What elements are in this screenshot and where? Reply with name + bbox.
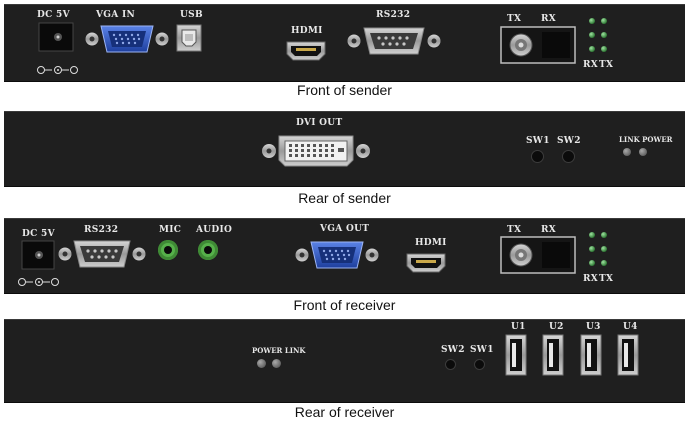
- link-power-label: LINK POWER: [619, 135, 673, 144]
- led-rx-label: RX: [583, 274, 599, 284]
- usb-a-port-u2-icon[interactable]: [542, 334, 564, 376]
- status-led-icon: [589, 232, 595, 238]
- usb-u4-label: U4: [623, 322, 638, 332]
- front-of-receiver-caption: Front of receiver: [293, 297, 396, 313]
- polarity-symbol-icon: [18, 278, 59, 286]
- sw2-label: SW2: [441, 345, 465, 355]
- fiber-rx-label: RX: [541, 225, 557, 235]
- rear-of-receiver-panel: POWER LINK SW2 SW1 U1 U2 U3 U4: [4, 319, 685, 403]
- status-led-icon: [589, 46, 595, 52]
- mic-label: MIC: [159, 225, 182, 235]
- sw1-switch[interactable]: [474, 359, 485, 370]
- rs232-label: RS232: [376, 10, 411, 20]
- front-of-sender-panel: DC 5V VGA IN USB HDMI RS232: [4, 4, 685, 82]
- fiber-tx-label: TX: [507, 14, 522, 24]
- hdmi-port-icon[interactable]: [286, 40, 326, 62]
- status-led-icon: [601, 18, 607, 24]
- usb-u1-label: U1: [511, 322, 526, 332]
- power-led-icon: [639, 148, 647, 156]
- status-led-icon: [589, 246, 595, 252]
- rear-of-sender-caption: Rear of sender: [298, 190, 391, 206]
- hdmi-label: HDMI: [291, 26, 323, 36]
- front-of-sender-caption: Front of sender: [297, 82, 392, 98]
- status-led-icon: [589, 260, 595, 266]
- dc-jack-icon[interactable]: [38, 22, 74, 52]
- rs232-label: RS232: [84, 225, 119, 235]
- usb-a-port-u1-icon[interactable]: [505, 334, 527, 376]
- front-of-receiver-panel: DC 5V RS232 MIC AUDIO VGA OUT HDMI: [4, 218, 685, 294]
- status-led-icon: [601, 32, 607, 38]
- status-led-icon: [601, 246, 607, 252]
- fiber-rx-label: RX: [541, 14, 557, 24]
- dvi-out-label: DVI OUT: [296, 118, 343, 128]
- polarity-symbol-icon: [37, 66, 78, 74]
- sw2-switch[interactable]: [445, 359, 456, 370]
- status-led-icon: [601, 46, 607, 52]
- led-tx-label: TX: [599, 274, 614, 284]
- usb-u2-label: U2: [549, 322, 564, 332]
- usb-label: USB: [180, 10, 203, 20]
- fiber-tx-label: TX: [507, 225, 522, 235]
- rear-of-receiver-caption: Rear of receiver: [294, 404, 395, 420]
- dc-jack-icon[interactable]: [21, 240, 55, 270]
- audio-jack-icon[interactable]: [198, 240, 218, 260]
- dc-5v-label: DC 5V: [37, 10, 70, 20]
- led-rx-label: RX: [583, 60, 599, 70]
- status-led-icon: [601, 232, 607, 238]
- hdmi-label: HDMI: [415, 238, 447, 248]
- usb-a-port-u4-icon[interactable]: [617, 334, 639, 376]
- vga-out-port-icon[interactable]: [294, 238, 380, 272]
- power-link-label: POWER LINK: [252, 346, 306, 355]
- power-led-icon: [257, 359, 266, 368]
- led-tx-label: TX: [599, 60, 614, 70]
- vga-in-label: VGA IN: [96, 10, 136, 20]
- fiber-module-icon[interactable]: [500, 26, 576, 64]
- sw1-label: SW1: [526, 136, 550, 146]
- status-led-icon: [589, 18, 595, 24]
- sw1-label: SW1: [470, 345, 494, 355]
- usb-b-port-icon[interactable]: [176, 24, 202, 52]
- vga-in-port-icon[interactable]: [84, 22, 170, 56]
- fiber-module-icon[interactable]: [500, 236, 576, 274]
- status-led-icon: [601, 260, 607, 266]
- rs232-port-icon[interactable]: [346, 24, 442, 58]
- mic-jack-icon[interactable]: [158, 240, 178, 260]
- usb-a-port-u3-icon[interactable]: [580, 334, 602, 376]
- status-led-icon: [589, 32, 595, 38]
- rear-of-sender-panel: DVI OUT SW1 SW2 LINK POWER: [4, 111, 685, 187]
- sw2-label: SW2: [557, 136, 581, 146]
- audio-label: AUDIO: [196, 225, 233, 235]
- hdmi-port-icon[interactable]: [406, 252, 446, 274]
- rs232-port-icon[interactable]: [57, 238, 147, 270]
- vga-out-label: VGA OUT: [320, 224, 370, 234]
- link-led-icon: [623, 148, 631, 156]
- link-led-icon: [272, 359, 281, 368]
- usb-u3-label: U3: [586, 322, 601, 332]
- sw1-switch[interactable]: [531, 150, 544, 163]
- dvi-out-port-icon[interactable]: [260, 133, 372, 169]
- dc-5v-label: DC 5V: [22, 229, 55, 239]
- sw2-switch[interactable]: [562, 150, 575, 163]
